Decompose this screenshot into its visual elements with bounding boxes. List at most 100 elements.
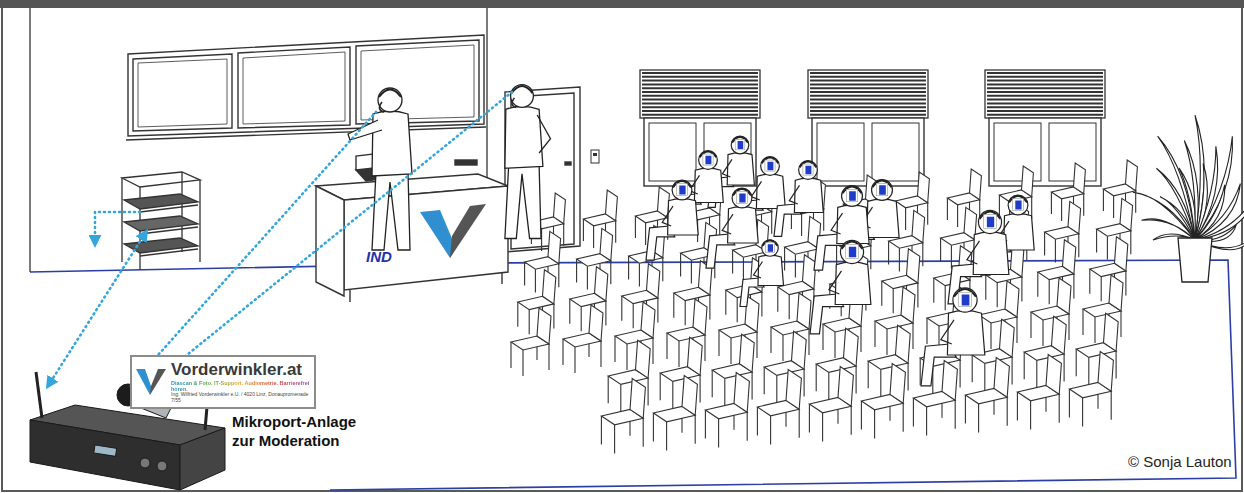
window-blinds <box>987 114 1103 116</box>
teacher-desk <box>316 186 344 296</box>
chair <box>511 336 549 376</box>
window-blinds <box>642 110 758 112</box>
chair <box>563 305 603 373</box>
standing-person <box>378 88 402 112</box>
chair <box>803 255 816 289</box>
listener <box>766 243 775 253</box>
window-blinds <box>810 91 926 93</box>
chair <box>1069 382 1111 426</box>
chair <box>1063 240 1076 274</box>
chair <box>606 190 618 221</box>
window-blinds <box>810 99 926 101</box>
window-blinds <box>987 110 1103 112</box>
chair <box>543 270 556 304</box>
chair <box>1057 278 1071 314</box>
window-blinds <box>987 102 1103 104</box>
standing-person <box>537 115 550 153</box>
window-blinds <box>810 114 926 116</box>
listener <box>754 262 763 279</box>
radio-link <box>132 112 376 384</box>
light-switch <box>593 153 597 156</box>
picture-frame <box>0 0 1244 8</box>
chair <box>970 169 982 200</box>
chair <box>965 388 1007 432</box>
whiteboard <box>238 47 350 128</box>
chair <box>896 325 911 363</box>
equipment-rack <box>140 227 198 234</box>
chair <box>1120 198 1133 230</box>
teacher-desk <box>344 186 508 290</box>
chair <box>913 361 957 436</box>
company-logo <box>136 367 166 397</box>
listener <box>962 295 970 306</box>
window-blinds <box>810 83 926 85</box>
listener <box>735 139 745 149</box>
window-blinds <box>810 72 926 74</box>
chair <box>994 358 1009 398</box>
listener <box>947 310 984 355</box>
standing-person <box>505 85 551 239</box>
system-caption: Mikroport-Anlage zur Moderation <box>232 412 372 450</box>
listener <box>737 192 748 204</box>
chair <box>1000 319 1015 357</box>
window-blinds <box>808 70 928 118</box>
potted-plant <box>1195 192 1244 240</box>
chair <box>757 370 801 445</box>
chair <box>1005 281 1019 317</box>
chair <box>589 305 603 341</box>
standing-person <box>372 172 410 250</box>
chair <box>693 299 707 335</box>
window-blinds <box>642 87 758 89</box>
chair <box>641 302 655 338</box>
address-line: Ing. Wilfried Vorderwinkler e.U. / 4020 … <box>171 392 310 404</box>
equipment-rack <box>140 205 198 212</box>
chair <box>912 210 925 242</box>
window-blinds <box>987 80 1103 82</box>
window-blinds <box>810 102 926 104</box>
copyright-note: © Sonja Lauton <box>1128 452 1232 471</box>
listener <box>789 185 799 204</box>
service-line: Diascan & Foto. IT-Support. Audiometrie.… <box>171 380 310 393</box>
standing-person <box>379 90 401 98</box>
desk-logo <box>420 210 456 258</box>
listener <box>846 245 859 259</box>
window-blinds <box>642 80 758 82</box>
listener <box>740 240 784 307</box>
teacher-desk <box>455 160 477 165</box>
chair <box>861 394 903 438</box>
listener <box>941 320 954 344</box>
listener <box>921 288 985 386</box>
window-blinds <box>810 76 926 78</box>
listener <box>646 180 698 260</box>
chair <box>901 287 915 323</box>
window-blinds <box>987 72 1103 74</box>
chair <box>630 379 645 419</box>
listener <box>876 183 887 195</box>
listener <box>879 185 886 195</box>
window-blinds <box>642 91 758 93</box>
receiver-unit <box>30 420 180 490</box>
chair <box>653 376 697 451</box>
listener <box>842 186 863 207</box>
potted-plant <box>1195 136 1233 240</box>
equipment-rack <box>121 178 122 262</box>
chair <box>563 333 601 373</box>
listener <box>837 205 869 243</box>
teacher-desk <box>349 290 350 302</box>
whiteboard <box>126 35 486 140</box>
listener <box>867 199 899 237</box>
window-blinds <box>987 99 1103 101</box>
listener <box>722 214 733 234</box>
chair <box>757 400 799 444</box>
chair <box>601 379 645 454</box>
listener <box>814 186 869 271</box>
potted-plant <box>1184 141 1198 240</box>
listener <box>835 262 871 305</box>
chair <box>913 391 955 435</box>
window-blinds <box>810 106 926 108</box>
window-blinds <box>994 123 1041 181</box>
window-blinds <box>642 95 758 97</box>
chair <box>792 331 807 369</box>
window-blinds <box>817 123 864 181</box>
